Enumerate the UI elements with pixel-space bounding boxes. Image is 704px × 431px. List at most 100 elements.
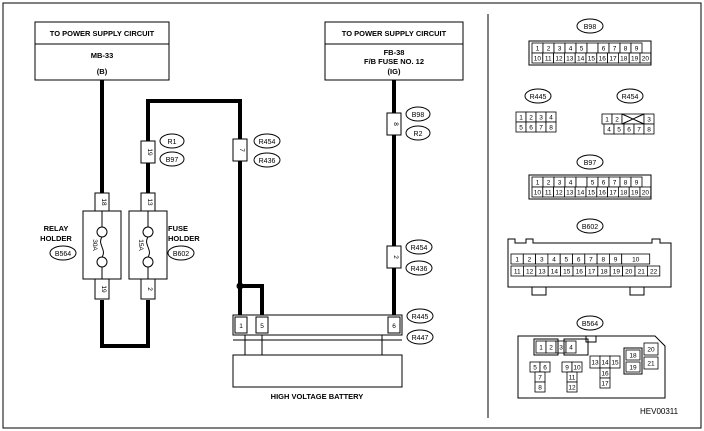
pin-number: 4 — [607, 126, 611, 133]
pin-cell — [639, 186, 652, 198]
conn-r1-tag1: R1 — [168, 139, 177, 146]
pin-number: 2 — [547, 179, 551, 186]
pin-cell — [625, 361, 641, 373]
pin-number: 15 — [563, 268, 571, 275]
fuse-tag: B602 — [173, 251, 189, 258]
pin-number: 1 — [519, 114, 523, 121]
pin-number: 20 — [625, 268, 633, 275]
pin-cell — [545, 121, 557, 133]
pin-number: 17 — [609, 55, 617, 62]
pin-number: 19 — [631, 55, 639, 62]
supply-left-name: MB-33 — [91, 51, 114, 60]
pin-number: 8 — [549, 124, 553, 131]
pin-number: 12 — [555, 189, 563, 196]
relay-label-1: RELAY — [44, 224, 69, 233]
pin-number: 10 — [573, 364, 581, 371]
pin-number: 3 — [558, 179, 562, 186]
pin-number: 7 — [539, 124, 543, 131]
fuse-holder: 13 15A 2 FUSE HOLDER B602 — [128, 192, 200, 300]
pin-number: 3 — [647, 116, 651, 123]
battery-label: HIGH VOLTAGE BATTERY — [271, 392, 364, 401]
conn-r454a-tag1: R454 — [259, 139, 276, 146]
pin-number: 14 — [601, 359, 609, 366]
fuse-rating: 15A — [137, 239, 144, 251]
pin-number: 6 — [602, 45, 606, 52]
pin-number: 15 — [588, 55, 596, 62]
pin-number: 16 — [599, 189, 607, 196]
pin-number: 21 — [638, 268, 646, 275]
supply-right-name: FB-38 — [384, 48, 405, 57]
pin-number: 10 — [534, 55, 542, 62]
pin-number: 5 — [533, 364, 537, 371]
pin-number: 10 — [632, 256, 640, 263]
pin-number: 10 — [534, 189, 542, 196]
relay-label-2: HOLDER — [40, 234, 72, 243]
conn-r454b-pin: 2 — [392, 255, 399, 259]
relay-rating: 30A — [91, 239, 98, 251]
pin-number: 3 — [540, 256, 544, 263]
pin-number: 19 — [613, 268, 621, 275]
pin-number: 4 — [549, 114, 553, 121]
pin-number: 5 — [565, 256, 569, 263]
pin-number: 13 — [566, 189, 574, 196]
pin-number: 19 — [629, 364, 637, 371]
connector-r1: 19 R1 B97 — [140, 133, 185, 167]
pin-number: 2 — [549, 344, 553, 351]
pin-number: 5 — [591, 179, 595, 186]
pin-number: 19 — [631, 189, 639, 196]
pin-cell — [647, 265, 661, 277]
pin-number: 2 — [529, 114, 533, 121]
pin-number: 2 — [528, 256, 532, 263]
pin-number: 20 — [642, 189, 650, 196]
pin-number: 14 — [551, 268, 559, 275]
pin-number: 20 — [647, 346, 655, 353]
battery-pin-6: 6 — [392, 323, 396, 330]
pin-cell — [643, 342, 659, 356]
pin-number: 9 — [614, 256, 618, 263]
pin-cell — [643, 123, 655, 135]
conn-r454b-tag1: R454 — [411, 245, 428, 252]
pin-number: 11 — [545, 55, 552, 62]
pin-number: 4 — [569, 179, 573, 186]
pin-number: 13 — [538, 268, 546, 275]
pin-cell — [625, 349, 641, 361]
pin-cell — [643, 356, 659, 370]
pin-number: 17 — [609, 189, 617, 196]
pin-number: 11 — [545, 189, 552, 196]
pin-number: 8 — [624, 45, 628, 52]
pin-number: 15 — [588, 189, 596, 196]
pin-number: 16 — [576, 268, 584, 275]
pin-number: 16 — [601, 370, 609, 377]
pin-number: 6 — [543, 364, 547, 371]
pin-number: 11 — [514, 268, 521, 275]
pin-cell — [575, 176, 588, 188]
supply-right-title: TO POWER SUPPLY CIRCUIT — [342, 29, 447, 38]
b564-tag: B564 — [582, 321, 598, 328]
supply-left-sub: (B) — [97, 67, 108, 76]
pin-number: 18 — [620, 55, 628, 62]
conn-r454b-tag2: R436 — [411, 266, 428, 273]
pin-cell — [609, 355, 621, 369]
conn-r454a-pin: 7 — [238, 148, 245, 152]
connector-r454-upper: 7 R454 R436 — [232, 133, 281, 168]
pin-number: 11 — [569, 374, 576, 381]
pin-number: 13 — [566, 55, 574, 62]
pin-cell — [565, 340, 577, 354]
pin-number: 12 — [568, 384, 576, 391]
pin-number: 21 — [647, 360, 655, 367]
pin-number: 1 — [515, 256, 519, 263]
pin-number: 6 — [577, 256, 581, 263]
r445-tag: R445 — [530, 94, 547, 101]
fuse-label-1: FUSE — [168, 224, 188, 233]
pin-number: 7 — [538, 374, 542, 381]
pin-cell — [586, 42, 599, 54]
pin-number: 20 — [642, 55, 650, 62]
b564-frame-c — [623, 347, 643, 375]
pin-number: 7 — [613, 179, 617, 186]
pin-number: 3 — [559, 344, 563, 351]
power-supply-box-right: TO POWER SUPPLY CIRCUIT FB-38 F/B FUSE N… — [324, 21, 464, 81]
pin-number: 9 — [635, 45, 639, 52]
